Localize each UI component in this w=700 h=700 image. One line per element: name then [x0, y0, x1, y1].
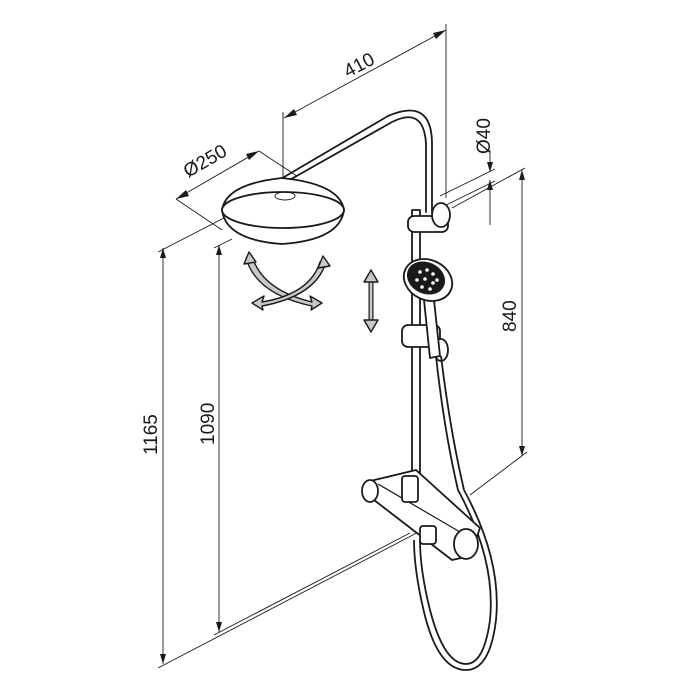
thermostatic-mixer — [361, 469, 481, 561]
overhead-shower-head — [221, 177, 345, 245]
dimension-rail-height: 840 — [451, 167, 528, 496]
height-adjust-arrow-icon — [363, 269, 379, 333]
slide-rail — [401, 202, 451, 511]
head-diameter-label: Ø250 — [180, 141, 231, 182]
rail-diameter-label: Ø40 — [474, 118, 495, 154]
head-height-label: 1090 — [198, 403, 219, 445]
dimension-head-height: 1090 — [198, 238, 411, 636]
shower-hose — [413, 355, 498, 671]
rail-height-label: 840 — [500, 300, 521, 332]
arm-length-label: 410 — [340, 49, 378, 82]
dimension-total-height: 1165 — [141, 185, 433, 669]
total-height-label: 1165 — [141, 414, 162, 455]
rotation-arrows-icon — [243, 251, 331, 311]
hand-shower — [402, 258, 454, 359]
